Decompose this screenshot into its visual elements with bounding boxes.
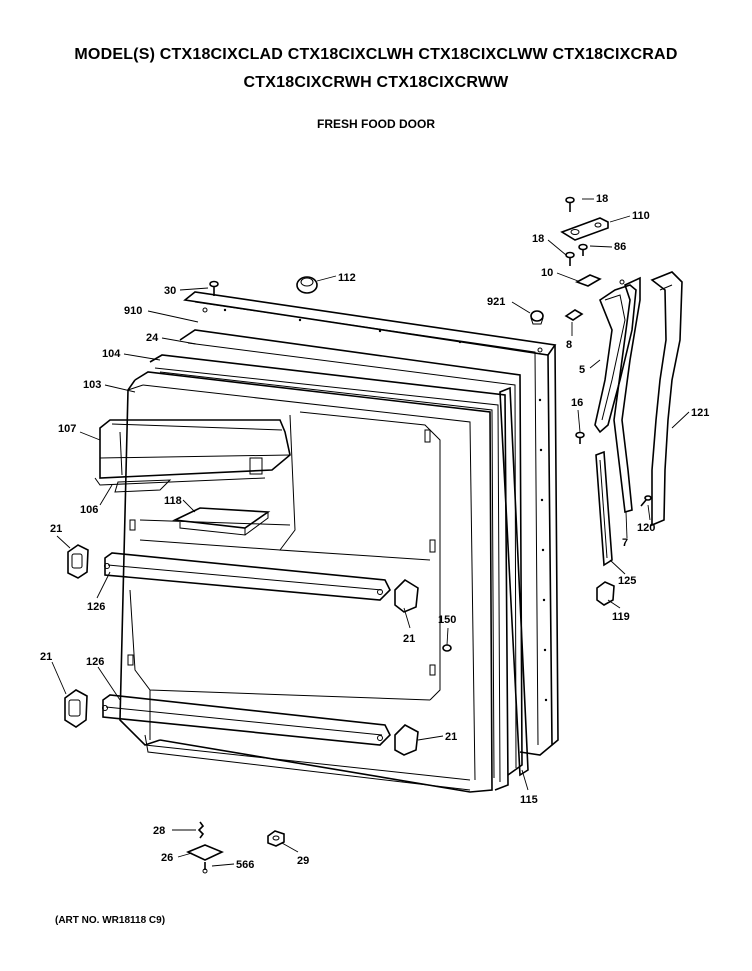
- screw-566: [202, 862, 208, 874]
- callout-24: 24: [146, 332, 159, 344]
- screw-120: [640, 495, 652, 507]
- lower-shelf-bar: [102, 694, 391, 746]
- callout-5: 5: [579, 364, 585, 376]
- shelf-end-cap-right-lower: [394, 724, 419, 756]
- callout-10: 10: [541, 267, 553, 279]
- screw-86: [578, 243, 588, 256]
- callout-26: 26: [161, 852, 173, 864]
- callout-921: 921: [487, 296, 505, 308]
- gasket-strip-115: [499, 386, 529, 777]
- screw-30: [209, 280, 219, 296]
- door-plug-112: [296, 276, 318, 294]
- hinge-plate-10: [575, 274, 602, 287]
- hinge-bracket: [560, 217, 609, 241]
- callout-numbers: 18 110 18 86 10 921 8 112 30 910 24 104 …: [40, 193, 709, 871]
- callout-121: 121: [691, 407, 709, 419]
- screw-16: [575, 431, 585, 444]
- callout-30: 30: [164, 285, 176, 297]
- hinge-pin-8: [564, 309, 584, 321]
- outer-door-panel: [183, 291, 559, 756]
- callout-21-d: 21: [445, 731, 457, 743]
- clip-150: [442, 644, 452, 652]
- callout-112: 112: [338, 272, 356, 284]
- art-number: (ART NO. WR18118 C9): [55, 915, 166, 926]
- callout-18-top: 18: [596, 193, 608, 205]
- callout-16: 16: [571, 397, 583, 409]
- door-trim-121: [650, 271, 683, 527]
- leader-lines: [51, 198, 690, 867]
- callout-28: 28: [153, 825, 165, 837]
- callout-120: 120: [637, 522, 655, 534]
- model-list-line-2: CTX18CIXCRWH CTX18CIXCRWW: [243, 74, 509, 91]
- shelf-end-cap-right-upper: [394, 578, 419, 613]
- callout-21-a: 21: [50, 523, 62, 535]
- callout-107: 107: [58, 423, 76, 435]
- end-cap-119: [596, 581, 615, 606]
- callout-119: 119: [612, 611, 630, 623]
- callout-8: 8: [566, 339, 572, 351]
- plug-921: [530, 310, 544, 325]
- section-title: FRESH FOOD DOOR: [316, 117, 435, 131]
- callout-21-b: 21: [403, 633, 415, 645]
- callout-29: 29: [297, 855, 309, 867]
- callout-910: 910: [124, 305, 142, 317]
- callout-86: 86: [614, 241, 626, 253]
- callout-104: 104: [102, 348, 121, 360]
- door-gasket: [149, 329, 523, 791]
- shelf-end-cap-left-upper: [67, 544, 89, 579]
- handle-trim: [613, 276, 641, 514]
- nut-29: [267, 830, 285, 847]
- retainer-strip: [595, 450, 613, 567]
- door-liner: [119, 371, 493, 793]
- screw-18-top: [565, 196, 575, 212]
- screw-18-mid: [565, 251, 575, 266]
- callout-21-c: 21: [40, 651, 52, 663]
- callout-126-b: 126: [86, 656, 104, 668]
- callout-150: 150: [438, 614, 456, 626]
- door-handle: [594, 279, 637, 434]
- callout-115: 115: [520, 794, 538, 806]
- callout-103: 103: [83, 379, 101, 391]
- callout-110: 110: [632, 210, 650, 222]
- shelf-end-cap-left-lower: [64, 689, 88, 728]
- model-list-line-1: MODEL(S) CTX18CIXCLAD CTX18CIXCLWH CTX18…: [74, 46, 678, 63]
- upper-shelf-bar: [104, 552, 391, 601]
- bracket-26: [186, 844, 224, 861]
- spring-28: [197, 821, 205, 839]
- callout-126-a: 126: [87, 601, 105, 613]
- callout-125: 125: [618, 575, 636, 587]
- butter-shelf: [172, 507, 271, 536]
- callout-18-mid: 18: [532, 233, 544, 245]
- callout-106: 106: [80, 504, 98, 516]
- dairy-door: [94, 419, 291, 493]
- callout-566: 566: [236, 859, 254, 871]
- callout-118: 118: [164, 495, 182, 507]
- callout-7: 7: [622, 537, 628, 549]
